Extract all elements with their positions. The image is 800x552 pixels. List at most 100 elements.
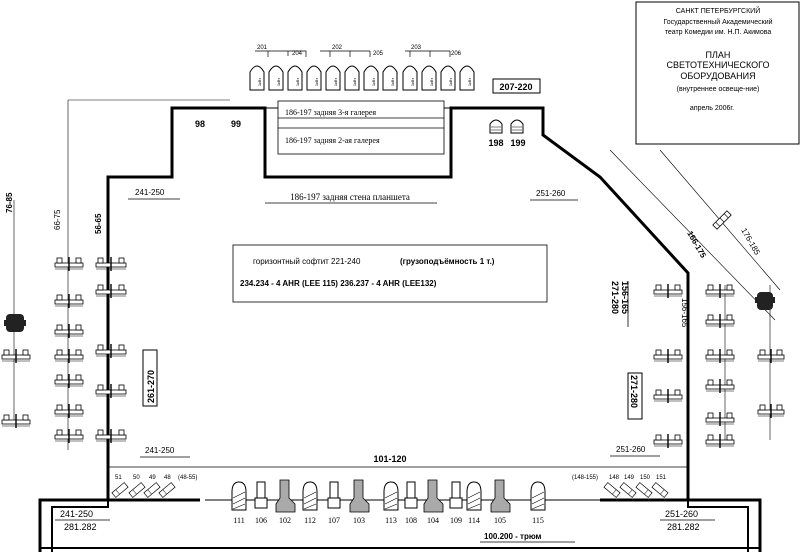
top-fixture: 1кВт — [440, 65, 456, 91]
label-241-250-top: 241-250 — [135, 188, 165, 197]
label-99: 99 — [231, 119, 241, 129]
top-fixture: 1кВт — [249, 65, 265, 91]
label-199: 199 — [510, 138, 525, 148]
top-fixture: 1кВт — [287, 65, 303, 91]
label-rear-wall: 186-197 задняя стена планшета — [290, 192, 410, 202]
label-gallery-2: 186-197 задняя 2-ая галерея — [285, 136, 380, 145]
side-fixture — [54, 257, 84, 271]
footlight-fixture: 114 — [466, 481, 482, 525]
corner-fixture — [158, 482, 176, 498]
title-theatre-1: Государственный Академический — [663, 18, 772, 26]
label-251-260-bottom: 251-260 — [616, 445, 646, 454]
footlight-label: 105 — [494, 516, 506, 525]
corner-fixture — [651, 482, 669, 498]
title-plan: ПЛАН — [706, 50, 731, 60]
label-176-185: 176-185 — [739, 227, 762, 257]
stage-outline: 186-197 задняя 3-я галерея 186-197 задня… — [106, 100, 690, 470]
top-fixture: 1кВт — [306, 65, 322, 91]
side-fixture — [1, 414, 31, 428]
label-49: 49 — [149, 475, 156, 481]
footlight-label: 112 — [304, 516, 316, 525]
bottom-area: 241-250 281.282 251-260 281.282 100.200 … — [38, 454, 762, 552]
title-plan-2: СВЕТОТЕХНИЧЕСКОГО — [666, 60, 769, 70]
label-206: 206 — [451, 51, 462, 57]
top-fixture: 1кВт — [325, 65, 341, 91]
footlight-label: 113 — [385, 516, 397, 525]
label-149: 149 — [624, 475, 635, 481]
footlight-fixture: 111 — [231, 481, 247, 525]
label-201: 201 — [257, 45, 268, 51]
footlight-label: 106 — [255, 516, 267, 525]
side-fixture — [757, 404, 785, 418]
label-241-250-apron: 241-250 — [60, 509, 93, 519]
side-fixture — [95, 257, 127, 271]
side-fixture — [54, 374, 84, 388]
footlight-fixture: 107 — [327, 481, 341, 525]
label-150: 150 — [640, 475, 651, 481]
corner-fixture — [143, 482, 161, 498]
fixture-power-label: 1кВт — [333, 78, 338, 87]
left-fixtures — [1, 257, 127, 443]
title-plan-4: (внутреннее освеще-ние) — [677, 86, 760, 93]
label-soffit: горизонтный софтит 221-240 — [253, 257, 361, 266]
label-205: 205 — [373, 51, 384, 57]
fixture-power-label: 1кВт — [295, 78, 300, 87]
label-48: 48 — [164, 475, 171, 481]
fixture-power-label: 1кВт — [352, 78, 357, 87]
title-city: САНКТ ПЕТЕРБУРГСКИЙ — [676, 6, 760, 15]
label-241-250-bottom: 241-250 — [145, 446, 175, 455]
fixture-power-label: 1кВт — [467, 78, 472, 87]
footlight-label: 111 — [233, 516, 244, 525]
footlight-label: 104 — [427, 516, 439, 525]
label-251-260-apron: 251-260 — [665, 509, 698, 519]
right-fixtures — [653, 284, 785, 448]
title-date: апрель 2006г. — [690, 105, 734, 112]
side-fixture — [705, 434, 735, 448]
top-fixture: 1кВт — [382, 65, 398, 91]
side-fixture — [705, 349, 735, 363]
footlight-fixture: 103 — [349, 479, 370, 525]
side-fixture — [54, 294, 84, 308]
side-fixture — [705, 284, 735, 298]
label-207-220: 207-220 — [499, 82, 532, 92]
label-51: 51 — [115, 475, 122, 481]
side-fixture — [757, 349, 785, 363]
footlight-label: 114 — [468, 516, 480, 525]
footlight-fixture: 112 — [302, 481, 318, 525]
label-gallery-3: 186-197 задняя 3-я галерея — [285, 108, 376, 117]
label-148: 148 — [609, 475, 620, 481]
label-50: 50 — [133, 475, 140, 481]
top-fixture: 1кВт — [344, 65, 360, 91]
top-fixture: 1кВт — [402, 65, 418, 91]
side-fixture — [705, 314, 735, 328]
label-66-75: 66-75 — [53, 209, 62, 230]
side-fixture — [653, 389, 683, 403]
label-76-85: 76-85 — [5, 192, 14, 213]
side-fixture — [95, 344, 127, 358]
left-side: 76-85 66-75 56-65 261-270 — [1, 99, 230, 450]
top-fixture: 1кВт — [421, 65, 437, 91]
label-166-175: 166-175 — [685, 230, 708, 260]
side-fixture — [95, 284, 127, 298]
footlight-label: 115 — [532, 516, 544, 525]
label-148-155: (148-155) — [572, 475, 598, 481]
footlight-label: 107 — [328, 516, 340, 525]
side-fixture — [54, 349, 84, 363]
label-101-120: 101-120 — [373, 454, 406, 464]
footlight-fixture: 105 — [490, 479, 511, 525]
side-fixture — [54, 324, 84, 338]
corner-fixture — [619, 482, 637, 498]
footlight-fixture: 104 — [423, 479, 444, 525]
side-fixture — [705, 412, 735, 426]
fixture-power-label: 1кВт — [257, 78, 262, 87]
footlight-fixture: 115 — [530, 481, 546, 525]
label-56-65: 56-65 — [94, 213, 103, 234]
fixture-power-label: 1кВт — [429, 78, 434, 87]
fixture-power-label: 1кВт — [371, 78, 376, 87]
footlight-fixture: 109 — [449, 481, 463, 525]
title-block: САНКТ ПЕТЕРБУРГСКИЙ Государственный Акад… — [635, 1, 800, 145]
label-261-270: 261-270 — [146, 370, 156, 403]
title-plan-3: ОБОРУДОВАНИЯ — [680, 71, 755, 81]
